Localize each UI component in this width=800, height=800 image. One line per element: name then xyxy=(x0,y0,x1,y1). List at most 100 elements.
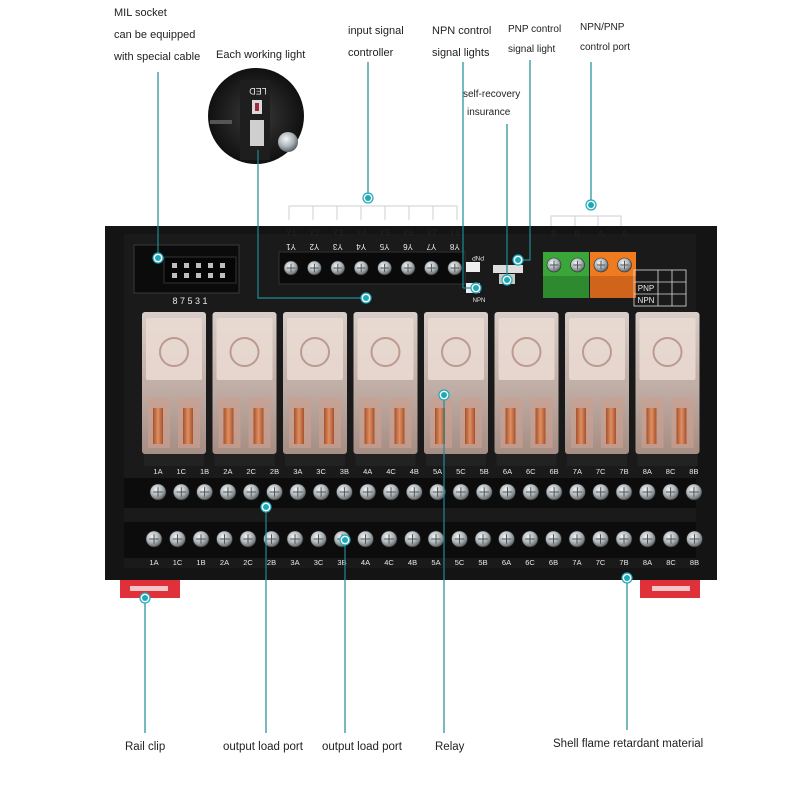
bottom-screw-3A xyxy=(286,530,304,548)
bottom-screw-1C xyxy=(169,530,186,548)
top-screw-8B xyxy=(685,483,703,501)
port-screw-2 xyxy=(593,257,609,273)
bottom-screw-7A xyxy=(568,530,586,548)
bottom-terminal-label-2C: 2C xyxy=(243,558,253,567)
top-screw-4B xyxy=(405,483,423,501)
top-terminal-label-5A: 5A xyxy=(433,467,442,476)
label-working-light: Each working light xyxy=(216,49,306,61)
relay-2 xyxy=(212,312,277,466)
input-label-Y2: Y2 xyxy=(309,228,320,238)
leader-npn-lights xyxy=(462,62,482,294)
leader-relay xyxy=(438,389,450,733)
top-terminal-label-6B: 6B xyxy=(550,467,559,476)
top-terminal-label-8A: 8A xyxy=(643,467,652,476)
top-terminal-label-4B: 4B xyxy=(410,467,419,476)
leader-rail-clip xyxy=(139,592,151,733)
top-terminal-label-7C: 7C xyxy=(596,467,606,476)
top-screw-7C xyxy=(592,483,610,501)
top-screw-4A xyxy=(359,483,377,501)
top-terminal-label-3B: 3B xyxy=(340,467,349,476)
label-npn-pnp-port-line2: control port xyxy=(580,42,631,53)
bottom-terminal-label-1C: 1C xyxy=(173,558,183,567)
input-label-Y6: Y6 xyxy=(402,228,413,238)
top-screw-4C xyxy=(382,483,400,501)
bottom-screw-1A xyxy=(145,530,163,548)
top-screw-3C xyxy=(312,483,330,501)
bottom-terminal-label-8A: 8A xyxy=(643,558,652,567)
bottom-terminal-label-7A: 7A xyxy=(572,558,581,567)
relay-6 xyxy=(494,312,559,466)
top-terminal-label-7B: 7B xyxy=(619,467,628,476)
leader-output-load-1 xyxy=(260,501,272,733)
label-npn-pnp-port: NPN/PNP control port xyxy=(580,18,630,58)
top-screw-5C xyxy=(452,483,470,501)
bottom-terminal-label-3B: 3B xyxy=(337,558,346,567)
label-self-recovery: self-recovery insurance xyxy=(463,86,520,122)
top-terminal-label-1B: 1B xyxy=(200,467,209,476)
leader-mil-socket xyxy=(152,72,164,264)
port-label-A: A xyxy=(621,229,627,239)
top-terminal-label-1C: 1C xyxy=(177,467,187,476)
bottom-terminal-label-4B: 4B xyxy=(408,558,417,567)
table-pnp-text: PNP xyxy=(638,284,654,293)
input-bracket xyxy=(288,205,622,226)
bottom-terminal-label-6C: 6C xyxy=(525,558,535,567)
label-self-recovery-line2: insurance xyxy=(467,107,511,118)
leader-lines xyxy=(139,60,633,733)
bottom-screw-5C xyxy=(451,530,468,548)
socket-pin xyxy=(172,263,177,268)
bottom-terminal-label-4A: 4A xyxy=(361,558,370,567)
label-output-load-1: output load port xyxy=(223,741,303,753)
socket-pin xyxy=(172,273,177,278)
top-screw-7B xyxy=(615,483,633,501)
socket-pin xyxy=(196,263,201,268)
top-screw-5A xyxy=(429,483,446,501)
bottom-terminal-label-3A: 3A xyxy=(290,558,299,567)
leader-working-light xyxy=(257,150,372,304)
relay-1 xyxy=(142,312,206,466)
relay-8 xyxy=(635,312,700,466)
bottom-terminal-label-1B: 1B xyxy=(196,558,205,567)
bottom-screw-4A xyxy=(357,530,374,548)
input-screw-Y7 xyxy=(424,260,439,276)
top-terminal-label-5C: 5C xyxy=(456,467,466,476)
bottom-terminal-label-5C: 5C xyxy=(455,558,465,567)
top-screw-2C xyxy=(242,483,260,501)
input-screw-Y4 xyxy=(353,260,369,276)
bottom-screw-8B xyxy=(686,530,703,548)
label-input-signal: input signal controller xyxy=(348,20,404,64)
leader-npn-pnp-port xyxy=(585,62,597,211)
top-screw-2A xyxy=(219,483,237,501)
label-npn-pnp-port-line1: NPN/PNP xyxy=(580,22,625,33)
label-rail-clip: Rail clip xyxy=(125,741,166,753)
bottom-screw-2A xyxy=(216,530,233,548)
relay-row xyxy=(142,312,700,466)
top-screw-2B xyxy=(266,483,283,501)
mil-socket: 8 7 5 3 1 xyxy=(133,244,240,306)
bottom-terminal-label-2B: 2B xyxy=(267,558,276,567)
top-screw-7A xyxy=(569,483,586,501)
leader-shell xyxy=(621,572,633,730)
leader-self-recovery xyxy=(501,124,513,286)
bottom-terminal-label-6B: 6B xyxy=(549,558,558,567)
input-label-Y8: Y8 xyxy=(449,228,460,238)
port-label-A: A xyxy=(598,229,604,239)
led-zoom-inset: LED xyxy=(208,68,304,164)
top-terminal-label-1A: 1A xyxy=(153,467,162,476)
relay-5 xyxy=(424,312,488,466)
bottom-screw-3C xyxy=(310,530,327,548)
bottom-screw-7B xyxy=(615,530,633,548)
top-screw-6C xyxy=(522,483,540,501)
label-mil-socket-line3: with special cable xyxy=(114,51,201,63)
label-input-signal-line2: controller xyxy=(348,47,394,59)
label-relay: Relay xyxy=(435,741,465,753)
socket-pin xyxy=(196,273,201,278)
input-label-Y4: Y4 xyxy=(356,228,367,238)
input-board-label-Y8: Y8 xyxy=(449,242,459,251)
rail-clip-right xyxy=(640,580,700,598)
socket-pin xyxy=(220,263,225,268)
leader-output-load-2 xyxy=(339,534,351,733)
